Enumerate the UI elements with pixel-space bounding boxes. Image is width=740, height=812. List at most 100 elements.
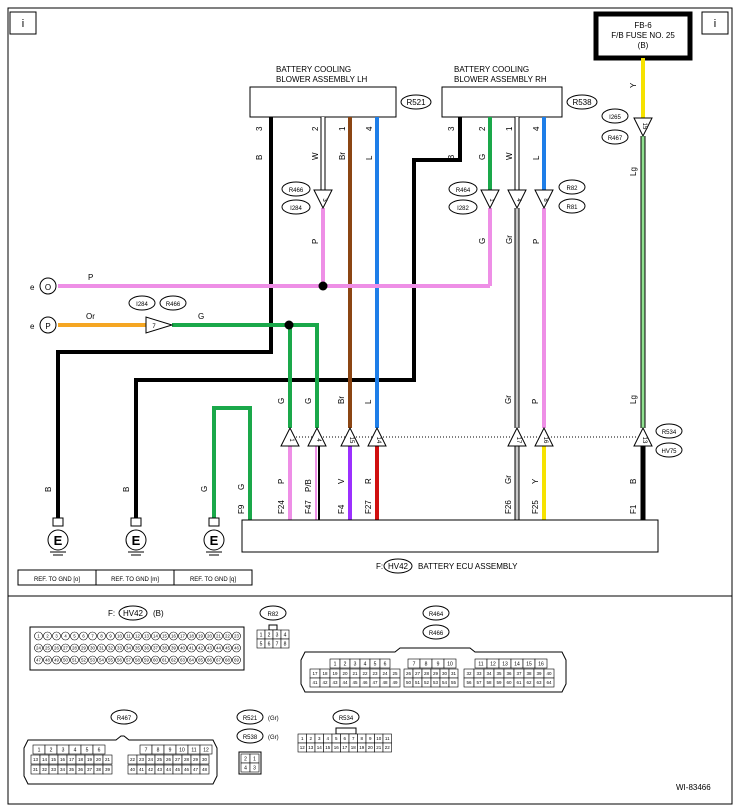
r467-pin-label: 32	[42, 767, 48, 772]
ground-1-label: E	[54, 533, 63, 548]
ecu-pin-f25: F25	[531, 500, 540, 514]
hv42-pin-label: 48	[45, 657, 50, 662]
hv42-pin-cell	[196, 631, 205, 641]
r467-pin-label: 27	[175, 757, 181, 762]
hv42-pin-label: 66	[207, 657, 212, 662]
r534-pin-label: 8	[360, 736, 363, 741]
hv42-pin-cell	[205, 631, 214, 641]
r467-pin-label: 20	[96, 757, 102, 762]
rh-pin-4: 4	[532, 126, 541, 131]
rh-wire-p: P	[532, 239, 541, 244]
r464-pin-label: 22	[362, 671, 368, 676]
ecu-pin-f1: F1	[629, 504, 638, 514]
r464-pin-label: 3	[354, 661, 357, 667]
r467-pin-label: 25	[157, 757, 163, 762]
r464-pin-cell	[448, 677, 459, 688]
terminal-e-prefix-1: e	[30, 283, 35, 292]
r464-pin-label: 39	[536, 671, 542, 676]
ref-lh-upper-1: R466	[289, 188, 304, 194]
rh-pin-3: 3	[447, 126, 456, 131]
ecu-wire-pb: P/B	[304, 479, 313, 492]
r82-pin-label: 7	[276, 641, 279, 647]
r467-pin-label: 16	[60, 757, 66, 762]
hv42-pin-cell	[52, 643, 61, 653]
r534-pin-label: 11	[385, 736, 390, 741]
r467-pin-label: 35	[69, 767, 75, 772]
hv42-pin-label: 26	[54, 645, 59, 650]
r534-pin-label: 1	[301, 736, 304, 741]
r467-pin-label: 1	[38, 747, 41, 753]
lh-pin-4: 4	[365, 126, 374, 131]
r467-pin-cell	[199, 764, 210, 775]
bus-p-label: P	[88, 273, 93, 282]
r467-pin-label: 12	[203, 747, 209, 753]
r464-name-1: R464	[429, 612, 444, 618]
hv42-pin-cell	[151, 655, 160, 665]
hv42-pin-cell	[43, 631, 52, 641]
hv42-pin-cell	[214, 655, 223, 665]
terminal-p	[39, 316, 57, 334]
ground-ref-box-3	[173, 569, 253, 586]
wire-lh-black-ground	[56, 117, 273, 518]
lh-wire-p: P	[311, 239, 320, 244]
hv42-pin-cell	[97, 643, 106, 653]
r464-pin-label: 42	[322, 680, 328, 685]
hv42-pin-label: 7	[91, 633, 94, 638]
r467-pin-label: 11	[191, 747, 196, 753]
hv42-pin-label: 5	[73, 633, 76, 638]
r464-badge-1	[422, 605, 450, 621]
r464-pin-label: 29	[433, 671, 439, 676]
connector-lower-5	[507, 426, 527, 447]
hv42-pin-cell	[160, 643, 169, 653]
r467-pin-cell	[102, 764, 113, 775]
hv42-pin-label: 51	[72, 657, 77, 662]
r464-name-2: R466	[429, 631, 444, 637]
fuse-wire-y: Y	[629, 82, 638, 88]
hv42-pin-label: 61	[162, 657, 167, 662]
rh-blower-connector-badge	[566, 94, 598, 110]
r464-pin-label: 51	[415, 680, 421, 685]
hv42-pin-label: 13	[144, 633, 149, 638]
ecu-pin-f9: F9	[237, 504, 246, 514]
hv42-pin-cell	[232, 643, 241, 653]
hv42-pin-label: 59	[144, 657, 149, 662]
r534-pin-cell	[382, 742, 392, 753]
hv42-pin-label: 19	[198, 633, 203, 638]
hv42-pin-label: 4	[64, 633, 67, 638]
hv42-pin-label: 14	[153, 633, 158, 638]
hv42-pin-label: 35	[135, 645, 140, 650]
hv42-pin-label: 25	[45, 645, 50, 650]
hv42-pin-cell	[232, 655, 241, 665]
ground-ref-3: REF. TO GND [q]	[190, 577, 236, 583]
r82-pin-label: 8	[284, 641, 287, 647]
r534-badge	[332, 709, 360, 725]
r464-pin-cell	[443, 658, 457, 669]
rh-wire-l: L	[532, 155, 541, 160]
lh-wire-b: B	[255, 155, 264, 160]
lower-wire-gr: Gr	[504, 395, 513, 404]
lower-wire-p: P	[531, 399, 540, 404]
connector-lg-upper	[633, 117, 653, 138]
hv42-pin-label: 32	[108, 645, 113, 650]
rh-pin-1: 1	[505, 126, 514, 131]
hv42-pin-cell	[223, 643, 232, 653]
rh-blower-title1: BATTERY COOLING	[454, 65, 529, 74]
hv42-pin-label: 43	[207, 645, 212, 650]
hv42-pin-label: 22	[225, 633, 230, 638]
ref-rh-upper2-1: R82	[566, 186, 578, 192]
hv42-pin-label: 58	[135, 657, 140, 662]
pin-lg-upper: 15	[641, 123, 647, 130]
hv42-pin-cell	[34, 631, 43, 641]
ground-1-symbol	[47, 529, 69, 551]
r534-pin-label: 17	[342, 745, 348, 750]
r467-pin-label: 28	[184, 757, 190, 762]
hv42-pin-cell	[115, 655, 124, 665]
r464-pin-label: 10	[447, 661, 453, 667]
lh-blower-connector: R521	[406, 98, 426, 107]
r467-pin-label: 10	[179, 747, 185, 753]
ground-3-lug	[208, 517, 220, 527]
hv42-pin-label: 23	[234, 633, 239, 638]
